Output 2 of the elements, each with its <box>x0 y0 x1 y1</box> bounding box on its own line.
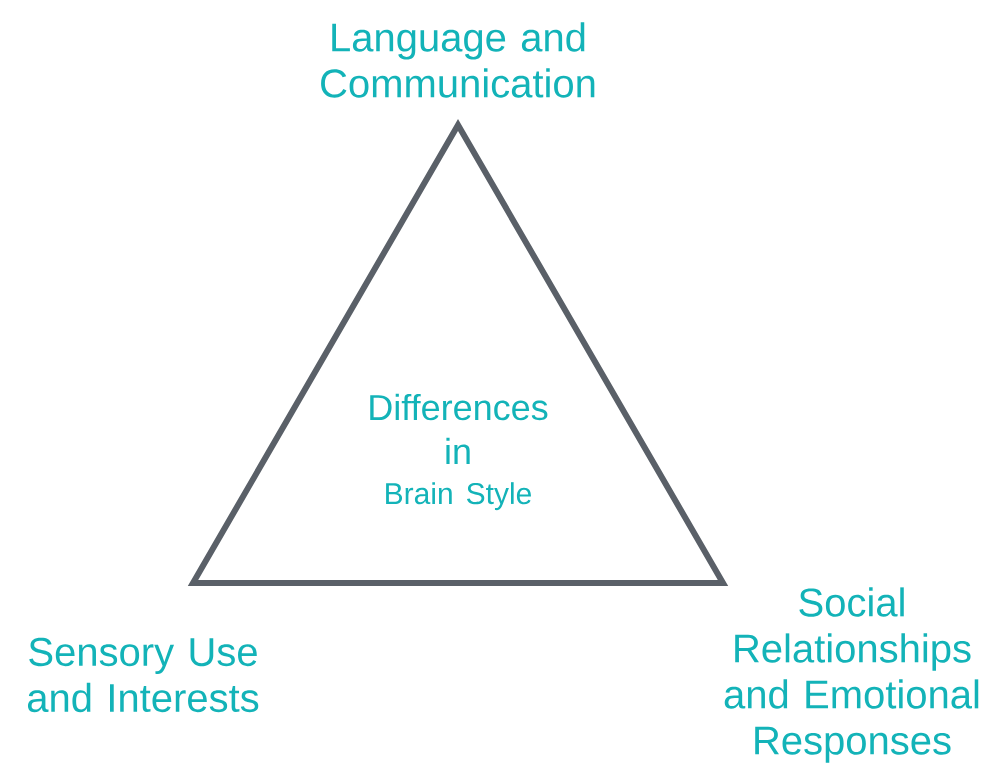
corner-label: Sensory Use and Interests <box>27 637 259 713</box>
corner-label: Social Relationships and Emotional Responses <box>724 587 979 763</box>
